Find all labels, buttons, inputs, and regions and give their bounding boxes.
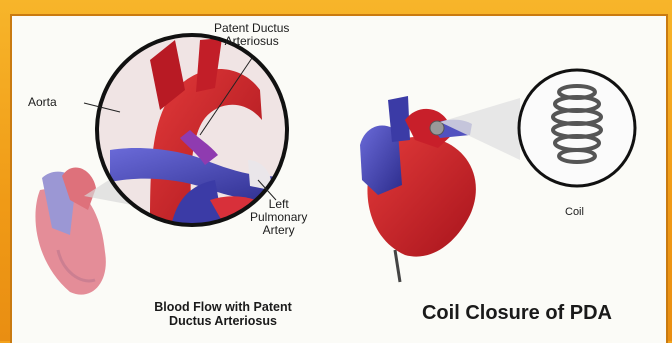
small-heart-left <box>35 167 105 294</box>
caption-blood-flow: Blood Flow with Patent Ductus Arteriosus <box>98 300 348 328</box>
coil-label: Coil <box>565 206 584 219</box>
caption-coil-closure: Coil Closure of PDA <box>372 302 662 325</box>
pda-label: Patent Ductus Arteriosus <box>214 22 289 48</box>
coil-magnified-view <box>519 70 635 186</box>
lpa-label: Left Pulmonary Artery <box>250 198 307 237</box>
aorta-label: Aorta <box>28 96 57 109</box>
